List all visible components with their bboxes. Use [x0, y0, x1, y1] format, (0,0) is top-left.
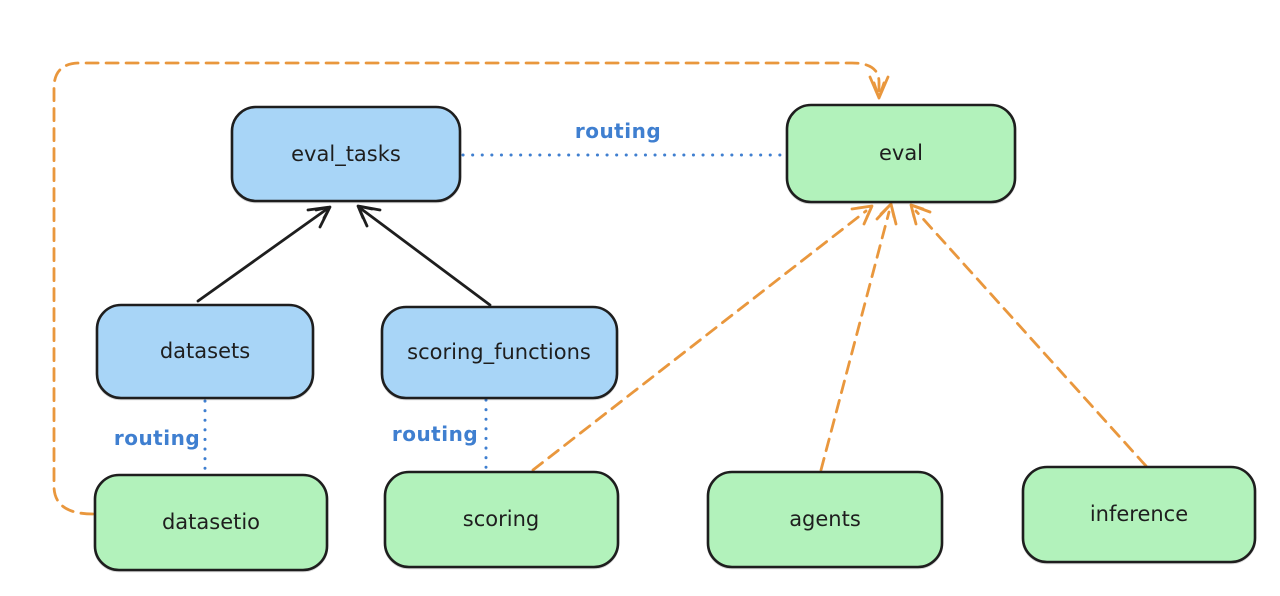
- node-datasets-box: [95, 303, 315, 400]
- node-scoring-functions: scoring_functions: [380, 305, 619, 400]
- edge-datasetio-eval: [52, 61, 890, 516]
- edge-scoring-eval: [531, 204, 874, 472]
- node-eval-box: [785, 103, 1017, 204]
- node-datasetio: datasetio: [93, 473, 329, 572]
- edge-inference-eval-line: [914, 209, 1148, 468]
- node-eval: eval: [785, 103, 1017, 204]
- node-agents: agents: [706, 470, 944, 569]
- node-agents-label: agents: [789, 507, 861, 531]
- edge-agents-eval-line: [819, 210, 891, 472]
- edge-datasets-eval-tasks-line: [196, 207, 329, 303]
- edge-scoring-eval-line: [531, 209, 868, 472]
- edge-label-routing-middle: routing: [392, 422, 478, 446]
- node-inference-box: [1021, 465, 1257, 564]
- arrowhead-scoring-functions-eval-tasks: [356, 204, 382, 228]
- edge-datasets-datasetio: routing: [114, 399, 207, 473]
- node-inference: inference: [1021, 465, 1257, 564]
- edge-label-routing-left: routing: [114, 426, 200, 450]
- edge-inference-eval: [909, 203, 1148, 468]
- arrowhead-scoring-eval: [850, 204, 874, 226]
- node-inference-label: inference: [1090, 502, 1188, 526]
- node-eval-tasks: eval_tasks: [230, 105, 462, 203]
- node-agents-box: [706, 470, 944, 569]
- edge-scoring-functions-eval-tasks: [356, 204, 492, 307]
- arrowhead-inference-eval: [909, 203, 932, 226]
- node-scoring-box: [383, 470, 620, 569]
- edge-label-routing-top: routing: [575, 119, 661, 143]
- node-scoring: scoring: [383, 470, 620, 569]
- node-datasets: datasets: [95, 303, 315, 400]
- node-scoring-functions-label: scoring_functions: [407, 340, 591, 365]
- edge-agents-eval: [819, 202, 898, 472]
- edge-eval-tasks-eval: routing: [461, 119, 789, 157]
- edge-datasetio-eval-path: [52, 61, 881, 516]
- node-eval-tasks-box: [230, 105, 462, 203]
- edge-datasets-eval-tasks: [196, 205, 332, 303]
- node-datasets-label: datasets: [160, 339, 250, 363]
- node-datasetio-box: [93, 473, 329, 572]
- node-eval-tasks-label: eval_tasks: [291, 142, 401, 167]
- arrowhead-datasetio-eval: [868, 75, 890, 100]
- arrowhead-datasets-eval-tasks: [306, 205, 332, 229]
- node-scoring-label: scoring: [463, 507, 539, 531]
- arrowhead-agents-eval: [875, 202, 898, 226]
- edge-scoring-functions-scoring: routing: [392, 398, 488, 470]
- edge-scoring-functions-eval-tasks-line: [358, 206, 492, 307]
- node-eval-label: eval: [879, 141, 923, 165]
- node-scoring-functions-box: [380, 305, 619, 400]
- node-datasetio-label: datasetio: [162, 510, 260, 534]
